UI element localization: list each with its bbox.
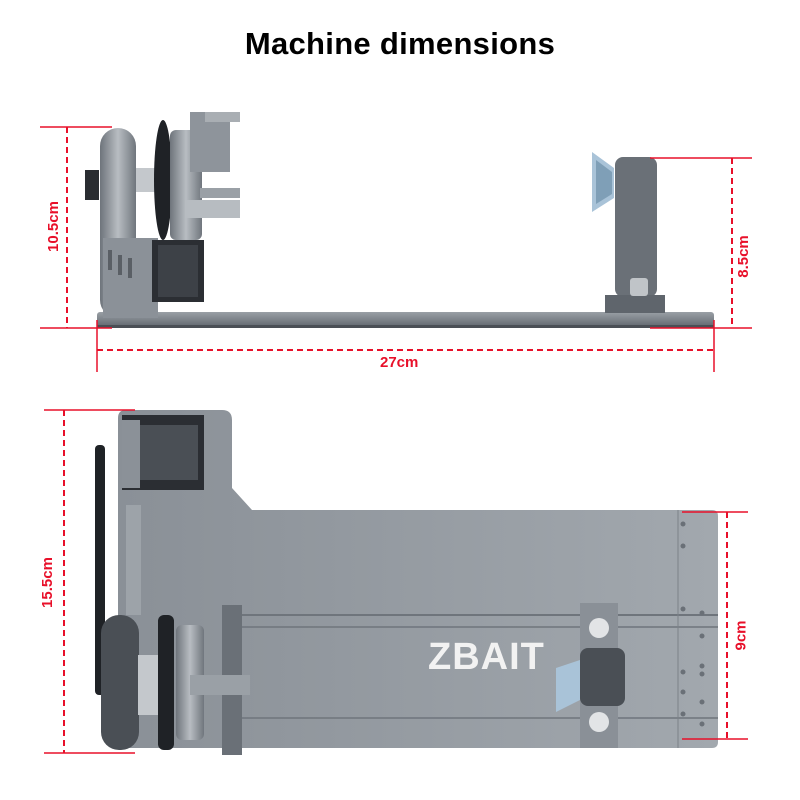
top-dimensions (44, 409, 748, 754)
top-depth-left-label: 15.5cm (38, 557, 56, 608)
side-height-left-label: 10.5cm (44, 201, 62, 252)
page-title: Machine dimensions (244, 26, 556, 61)
side-height-right-label: 8.5cm (734, 235, 752, 278)
brand-logo: ZBAIT (428, 636, 545, 678)
top-width-right-label: 9cm (732, 620, 750, 651)
side-length-label: 27cm (380, 354, 419, 371)
side-view (85, 112, 714, 328)
side-dimensions (40, 126, 752, 372)
top-view (95, 410, 718, 755)
